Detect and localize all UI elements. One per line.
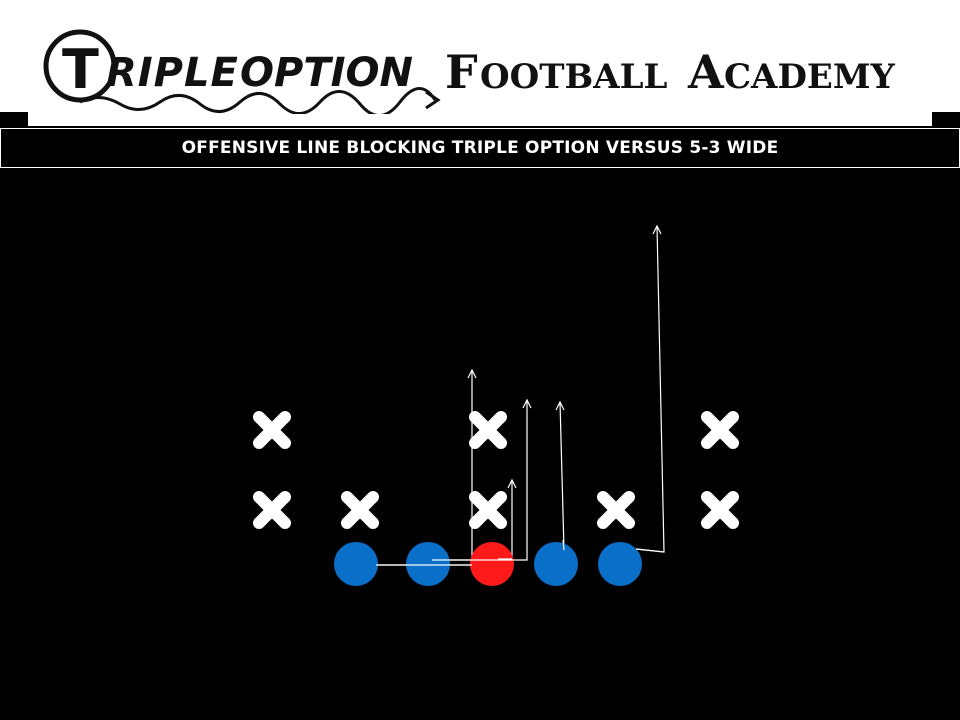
defender-linebacker-middle [475,417,501,443]
svg-text:OPTION: OPTION [240,50,413,96]
lineman-left-tackle [334,542,378,586]
lineman-left-guard [406,542,450,586]
lineman-right-guard [534,542,578,586]
svg-text:F: F [445,45,478,99]
route-right-tackle [635,225,665,553]
header-corner-right [932,112,960,128]
route-left-tackle [376,370,473,566]
defender-linebacker-left [259,417,285,443]
svg-text:RIPLE: RIPLE [106,50,239,96]
play-diagram [0,168,960,720]
defender-end-right [707,497,733,523]
defender-end-left [259,497,285,523]
route-right-guard [559,401,565,551]
svg-text:CADEMY: CADEMY [724,57,895,97]
lineman-center [470,542,514,586]
academy-logo: T RIPLE OPTION F OOTBALL A CADEMY [40,22,920,114]
diagram-title-bar: OFFENSIVE LINE BLOCKING TRIPLE OPTION VE… [0,128,960,168]
defender-tackle-left [347,497,373,523]
arrow-right-guard [555,400,565,411]
defender-linebacker-right [707,417,733,443]
arrow-left-guard [522,398,532,409]
defender-nose [475,497,501,523]
svg-text:T: T [62,38,99,101]
svg-text:A: A [687,45,725,99]
arrow-center [507,478,517,489]
arrow-right-tackle [652,224,662,235]
lineman-right-tackle [598,542,642,586]
svg-text:OOTBALL: OOTBALL [480,57,668,97]
route-starts [376,539,665,566]
header-corner-left [0,112,28,128]
header-band [0,0,960,126]
diagram-title: OFFENSIVE LINE BLOCKING TRIPLE OPTION VE… [181,138,779,158]
arrow-left-tackle [467,368,477,379]
defender-tackle-right [603,497,629,523]
